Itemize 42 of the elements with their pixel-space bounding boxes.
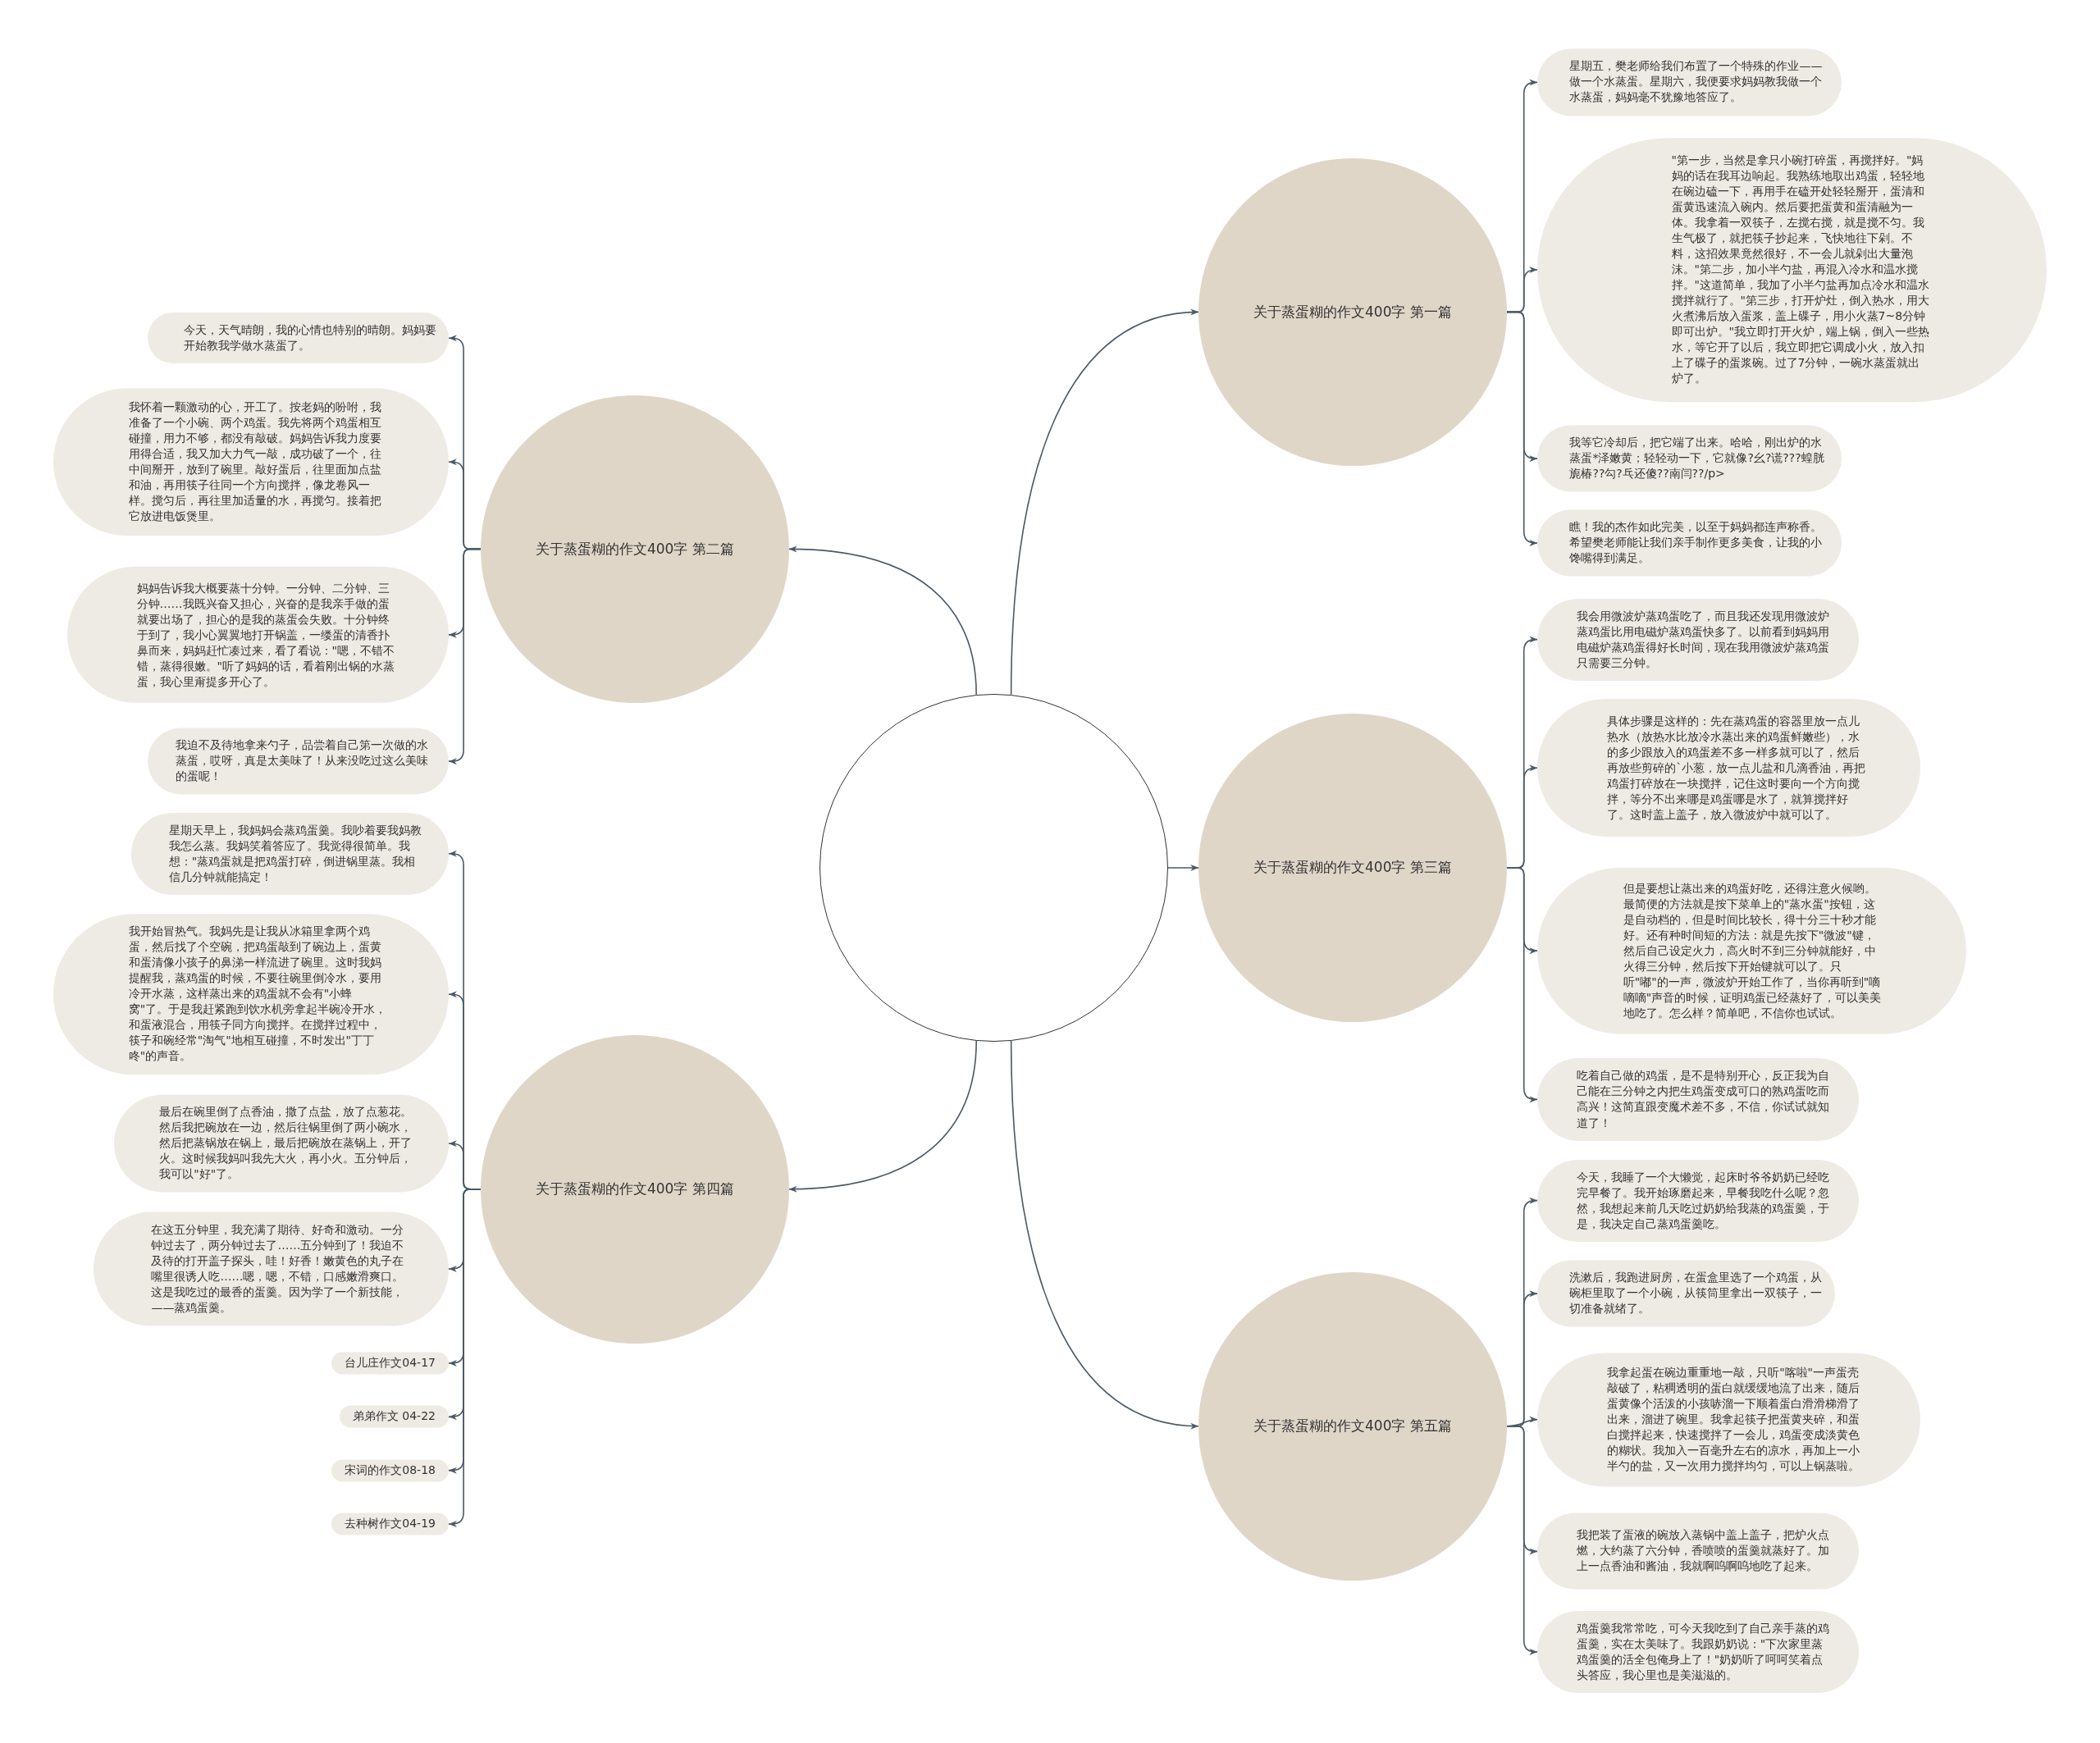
paragraph: 我会用微波炉蒸鸡蛋吃了，而且我还发现用微波炉蒸鸡蛋比用电磁炉蒸鸡蛋快多了。以前看到妈妈用电磁炉蒸鸡蛋得好长时间，现在我用微波炉蒸鸡蛋只需要三分钟。 xyxy=(1576,608,1830,671)
connector-arrow xyxy=(1010,309,1199,696)
link-title: 台儿庄作文04-17 xyxy=(345,1355,436,1371)
paragraph: 我迫不及待地拿来勺子，品尝着自己第一次做的水蒸蛋，哎呀，真是太美味了！从来没吃过这么美味的蛋呢！ xyxy=(175,737,429,785)
connector-arrow xyxy=(788,545,977,696)
paragraph: "第一步，当然是拿只小碗打碎蛋，再搅拌好。"妈妈的话在我耳边响起。我熟练地取出鸡蛋，轻轻地在碗边磕一下，再用手在磕开处轻轻掰开，蛋清和蛋黄迅速流入碗内。然后要把蛋黄和蛋清融为一体。我拿着一双筷子，左搅右搅，就是搅不匀。我生气极了，就把筷子抄起来，飞快地往下剁。不料，这招效果竟然很好，不一会儿就剁出大量泡沫。"第二步，加小半勺盐，再混入冷水和温水搅拌。"这道简单，我加了小半勺盐再加点冷水和温水搅拌就行了。"第三步，打开炉灶，倒入热水，用大火煮沸后放入蛋浆，盖上碟子，用小火蒸7~8分钟即可出炉。"我立即打开火炉，端上锅，倒入一些热水，等它开了以后，我立即把它调成小火，放入扣上了碟子的蛋浆碗。过了7分钟，一碗水蒸蛋就出炉了。 xyxy=(1671,153,1930,387)
paragraph: 具体步骤是这样的：先在蒸鸡蛋的容器里放一点儿热水（放热水比放冷水蒸出来的鸡蛋鲜嫩些），水的多少跟放入的鸡蛋差不多一样多就可以了，然后再放些剪碎的`小葱，放一点儿盐和几滴香油，再把鸡蛋打碎放在一块搅拌，记住这时要向一个方向搅拌，等分不出来哪是鸡蛋哪是水了，就算搅拌好了。这时盖上盖子，放入微波炉中就可以了。 xyxy=(1607,713,1867,823)
paragraph: 洗漱后，我跑进厨房，在蛋盒里选了一个鸡蛋，从碗柜里取了一个小碗，从筷筒里拿出一双筷子，一切准备就绪了。 xyxy=(1569,1270,1824,1317)
text-bubble xyxy=(339,1405,449,1428)
topic-title: 关于蒸蛋糊的作文400字 第五篇 xyxy=(1253,1417,1452,1436)
connector-arrow xyxy=(1505,311,1539,547)
paragraph: 鸡蛋羹我常常吃，可今天我吃到了自己亲手蒸的鸡蛋羹，实在太美味了。我跟奶奶说："下次家里蒸鸡蛋羹的活全包俺身上了！"奶奶听了呵呵笑着点头答应，我心里也是美滋滋的。 xyxy=(1576,1620,1830,1683)
text-bubble xyxy=(331,1352,449,1375)
topic-title: 关于蒸蛋糊的作文400字 第二篇 xyxy=(535,539,734,559)
text-bubble xyxy=(331,1513,449,1535)
connector-arrow xyxy=(1166,864,1199,871)
link-title: 去种树作文04-19 xyxy=(345,1516,436,1532)
text-bubble xyxy=(331,1459,449,1482)
paragraph: 星期五，樊老师给我们布置了一个特殊的作业——做一个水蒸蛋。星期六，我便要求妈妈教我做一个水蒸蛋，妈妈毫不犹豫地答应了。 xyxy=(1569,58,1824,106)
paragraph: 今天，天气晴朗，我的心情也特别的晴朗。妈妈要开始教我学做水蒸蛋了。 xyxy=(183,322,437,354)
paragraph: 我拿起蛋在碗边重重地一敲，只听"喀啦"一声蛋壳敲破了，粘稠透明的蛋白就缓缓地流了出来，随后蛋黄像个活泼的小孩哧溜一下顺着蛋白滑滑梯滑了出来，溜进了碗里。我拿起筷子把蛋黄夹碎，和蛋白搅拌起来，快速搅拌了一会儿，鸡蛋变成淡黄色的糊状。我加入一百毫升左右的凉水，再加上一小半勺的盐，又一次用力搅拌均匀，可以上锅蒸啦。 xyxy=(1607,1365,1861,1475)
paragraph: 我把装了蛋液的碗放入蒸锅中盖上盖子，把炉火点燃，大约蒸了六分钟，香喷喷的蛋羹就蒸好了。加上一点香油和酱油，我就啊呜啊呜地吃了起来。 xyxy=(1576,1527,1830,1575)
topic-title: 关于蒸蛋糊的作文400字 第三篇 xyxy=(1253,858,1452,878)
connector-arrow xyxy=(1010,1040,1199,1429)
paragraph: 我等它冷却后，把它端了出来。哈哈，刚出炉的水蒸蛋*泽嫩黄；轻轻动一下，它就像?幺?谎???蝗胱旎椿??勾?乓还傻??南闫??/p> xyxy=(1569,435,1825,482)
paragraph: 瞧！我的杰作如此完美，以至于妈妈都连声称香。希望樊老师能让我们亲手制作更多美食，让我的小馋嘴得到满足。 xyxy=(1569,519,1824,567)
paragraph: 在这五分钟里，我充满了期待、好奇和激动。一分钟过去了，两分钟过去了……五分钟到了！我迫不及待的打开盖子探头，哇！好香！嫩黄色的丸子在嘴里很诱人吃……嗯，嗯，不错，口感嫩滑爽口。这是我吃过的最香的蛋羹。因为学了一个新技能，——蒸鸡蛋羹。 xyxy=(151,1221,405,1316)
paragraph: 星期天早上，我妈妈会蒸鸡蛋羹。我吵着要我妈教我怎么蒸。我妈笑着答应了。我觉得很简单。我想："蒸鸡蛋就是把鸡蛋打碎，倒进锅里蒸。我相信几分钟就能搞定！ xyxy=(168,822,422,885)
paragraph: 我开始冒热气。我妈先是让我从冰箱里拿两个鸡蛋，然后找了个空碗，把鸡蛋敲到了碗边上，蛋黄和蛋清像小孩子的鼻涕一样流进了碗里。这时我妈提醒我，蒸鸡蛋的时候，不要往碗里倒冷水，要用冷开水蒸，这样蒸出来的鸡蛋就不会有"小蜂窝"了。于是我赶紧跑到饮水机旁拿起半碗冷开水，和蛋液混合，用筷子同方向搅拌。在搅拌过程中，筷子和碗经常"淘气"地相互碰撞，不时发出"丁丁咚"的声音。 xyxy=(128,924,388,1065)
topic-title: 关于蒸蛋糊的作文400字 第四篇 xyxy=(535,1179,734,1199)
paragraph: 最后在碗里倒了点香油，撒了点盐，放了点葱花。然后我把碗放在一边，然后往锅里倒了两小碗水，然后把蒸锅放在锅上，最后把碗放在蒸锅上，开了火。这时候我妈叫我先大火，再小火。五分钟后，我可以"好"了。 xyxy=(159,1104,413,1183)
paragraph: 妈妈告诉我大概要蒸十分钟。一分钟、二分钟、三分钟……我既兴奋又担心，兴奋的是我亲手做的蛋就要出场了，担心的是我的蒸蛋会失败。十分钟终于到了，我小心翼翼地打开锅盖，一缕蛋的清香扑鼻而来，妈妈赶忙凑过来，看了看说："嗯，不错不错，蒸得很嫩。"听了妈妈的话，看着刚出锅的水蒸蛋，我心里甭提多开心了。 xyxy=(136,580,395,690)
paragraph: 我怀着一颗激动的心，开工了。按老妈的吩咐，我准备了一个小碗、两个鸡蛋。我先将两个鸡蛋相互碰撞，用力不够，都没有敲破。妈妈告诉我力度要用得合适，我又加大力气一敲，成功破了一个，往中间掰开，放到了碗里。敲好蛋后，往里面加点盐和油，再用筷子往同一个方向搅拌，像龙卷风一样。搅匀后，再往里加适量的水，再搅匀。接着把它放进电饭煲里。 xyxy=(128,399,382,525)
connector-arrow xyxy=(1505,1425,1539,1655)
topic-title: 关于蒸蛋糊的作文400字 第一篇 xyxy=(1253,302,1452,322)
connector-arrow xyxy=(448,548,482,765)
paragraph: 吃着自己做的鸡蛋，是不是特别开心，反正我为自己能在三分钟之内把生鸡蛋变成可口的熟鸡蛋吃而高兴！这简直跟变魔术差不多，不信，你试试就知道了！ xyxy=(1576,1068,1830,1131)
link-title: 弟弟作文 04-22 xyxy=(352,1408,436,1425)
paragraph: 但是要想让蒸出来的鸡蛋好吃，还得注意火候哟。最简便的方法就是按下菜单上的"蒸水蛋"按钮，这是自动档的，但是时间比较长，得十分三十秒才能好。还有种时间短的方法：就是先按下"微波"键，然后自己设定火力，高火时不到三分钟就能好，中火得三分钟，然后按下开始键就可以了。只听"嘟"的一声，微波炉开始工作了，当你再听到"嘀嘀嘀"声音的时候，证明鸡蛋已经蒸好了，可以美美地吃了。怎么样？简单吧，不信你也试试。 xyxy=(1623,880,1883,1021)
connector-arrow xyxy=(788,1040,977,1193)
link-title: 宋词的作文08-18 xyxy=(345,1462,436,1479)
paragraph: 今天，我睡了一个大懒觉，起床时爷爷奶奶已经吃完早餐了。我开始琢磨起来，早餐我吃什么呢？忽然，我想起来前几天吃过奶奶给我蒸的鸡蛋羹，于是，我决定自己蒸鸡蛋羹吃。 xyxy=(1576,1169,1830,1232)
